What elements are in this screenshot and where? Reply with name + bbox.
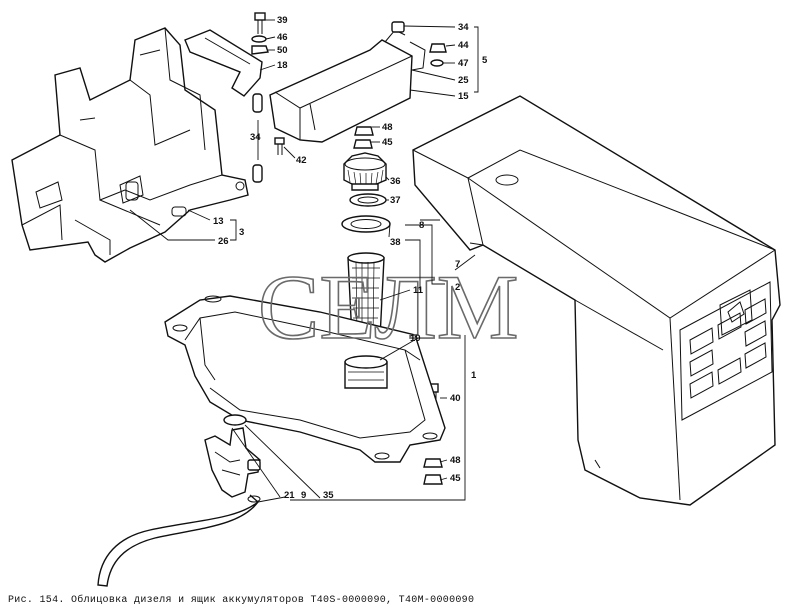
frame-bracket — [11, 27, 249, 263]
callout-25: 25 — [458, 75, 469, 86]
callout-47: 47 — [458, 58, 469, 69]
callout-5: 5 — [482, 55, 488, 66]
callout-2: 2 — [455, 282, 460, 293]
callout-3: 3 — [239, 227, 244, 238]
callout-35: 35 — [323, 490, 334, 501]
callout-13: 13 — [213, 216, 224, 227]
callout-44: 44 — [458, 40, 469, 51]
callout-labels: 39 46 50 18 34 44 47 25 5 15 48 45 34 42… — [213, 15, 488, 501]
gasket-37 — [349, 193, 387, 207]
callout-37: 37 — [390, 195, 401, 206]
callout-40: 40 — [450, 393, 461, 404]
gasket-38 — [341, 215, 391, 233]
callout-9: 9 — [301, 490, 306, 501]
callout-18: 18 — [277, 60, 288, 71]
fuel-hose — [97, 494, 261, 587]
callout-34-mid: 34 — [250, 132, 261, 143]
callout-10: 10 — [410, 333, 421, 344]
callout-15: 15 — [458, 91, 469, 102]
callout-21: 21 — [284, 490, 295, 501]
battery-box — [412, 95, 781, 506]
leader-lines — [129, 19, 484, 503]
bracket-15 — [269, 29, 426, 143]
callout-50: 50 — [277, 45, 288, 56]
callout-45-low: 45 — [450, 473, 461, 484]
figure-caption: Рис. 154. Облицовка дизеля и ящик аккуму… — [8, 595, 475, 606]
callout-8: 8 — [419, 220, 424, 231]
callout-7: 7 — [455, 259, 460, 270]
strainer — [347, 252, 385, 339]
filler-cap — [343, 152, 387, 191]
callout-45-top: 45 — [382, 137, 393, 148]
callout-39: 39 — [277, 15, 288, 26]
callout-38: 38 — [390, 237, 401, 248]
callout-46: 46 — [277, 32, 288, 43]
callout-1: 1 — [471, 370, 477, 381]
callout-26: 26 — [218, 236, 229, 247]
watermark: СЕЛМ — [258, 256, 519, 358]
callout-42: 42 — [296, 155, 307, 166]
fuel-tank — [164, 295, 446, 463]
bracket-18 — [184, 29, 263, 97]
gasket-35 — [223, 414, 247, 426]
callout-48-low: 48 — [450, 455, 461, 466]
callout-34-top: 34 — [458, 22, 469, 33]
fuel-cock — [204, 427, 261, 498]
callout-48-top: 48 — [382, 122, 393, 133]
callout-36: 36 — [390, 176, 401, 187]
callout-11: 11 — [413, 285, 424, 296]
